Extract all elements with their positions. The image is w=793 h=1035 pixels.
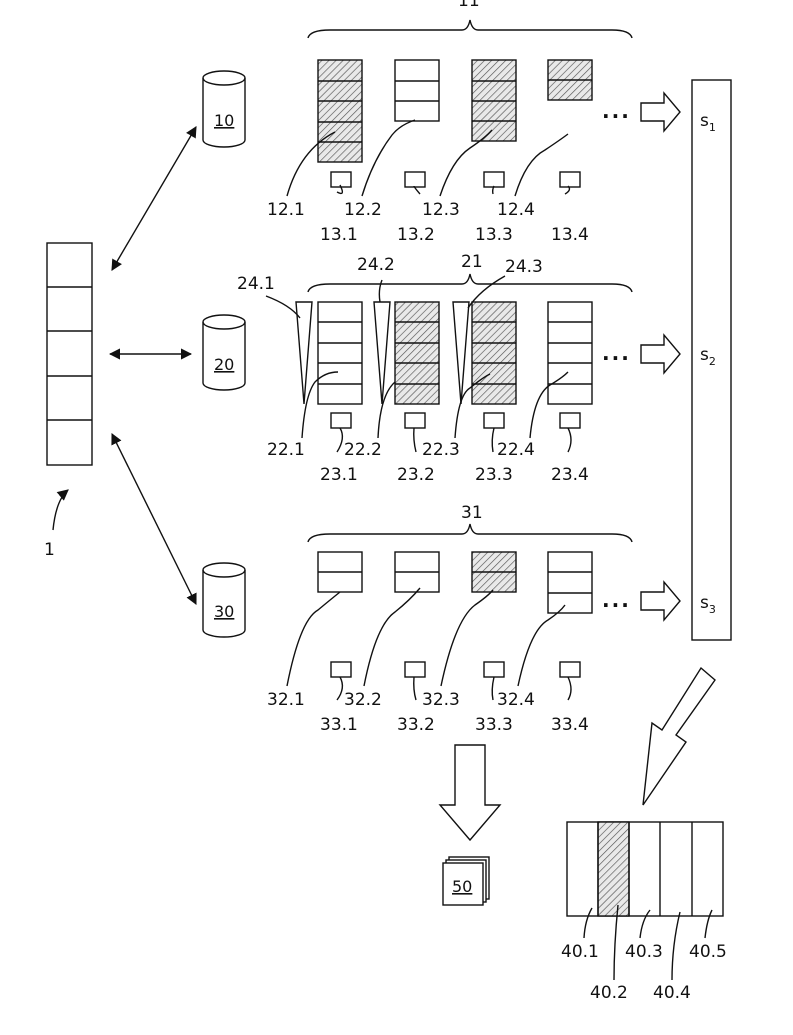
ellipsis-row1: ... <box>602 99 631 123</box>
label-33-1: 33.1 <box>320 715 358 735</box>
label-db-20: 20 <box>214 355 234 374</box>
label-12-2: 12.2 <box>344 200 382 220</box>
block-arrow-s3 <box>641 582 680 620</box>
ellipsis-row2: ... <box>602 341 631 365</box>
label-22-4: 22.4 <box>497 440 535 460</box>
wedge-24-1 <box>296 302 312 404</box>
label-40-5: 40.5 <box>689 942 727 962</box>
list-22-1 <box>318 302 362 404</box>
wedge-24-3 <box>453 302 469 404</box>
label-doc-50: 50 <box>452 877 472 896</box>
label-12-4: 12.4 <box>497 200 535 220</box>
label-s3: s3 <box>700 593 716 616</box>
label-40-1: 40.1 <box>561 942 599 962</box>
label-s2: s2 <box>700 345 716 368</box>
block-arrow-to-doc <box>440 745 500 840</box>
key-13-2 <box>405 172 425 187</box>
wedge-24-2 <box>374 302 390 404</box>
brace-21 <box>308 274 632 292</box>
label-13-1: 13.1 <box>320 225 358 245</box>
label-23-2: 23.2 <box>397 465 435 485</box>
list-32-2 <box>395 552 439 592</box>
block-arrow-to-result <box>643 668 715 805</box>
brace-11 <box>308 20 632 38</box>
database-20 <box>203 315 245 390</box>
key-33-2 <box>405 662 425 677</box>
list-12-3 <box>472 60 516 141</box>
list-12-4 <box>548 60 592 100</box>
label-24-3: 24.3 <box>505 257 543 277</box>
block-arrow-s1 <box>641 93 680 131</box>
list-12-1 <box>318 60 362 162</box>
label-group-21: 21 <box>461 252 483 272</box>
label-22-2: 22.2 <box>344 440 382 460</box>
result-row <box>567 822 723 916</box>
ellipsis-row3: ... <box>602 588 631 612</box>
key-33-4 <box>560 662 580 677</box>
label-32-4: 32.4 <box>497 690 535 710</box>
label-24-2: 24.2 <box>357 255 395 275</box>
key-13-1 <box>331 172 351 187</box>
key-23-1 <box>331 413 351 428</box>
list-22-2 <box>395 302 439 404</box>
list-22-3 <box>472 302 516 404</box>
label-12-1: 12.1 <box>267 200 305 220</box>
label-33-3: 33.3 <box>475 715 513 735</box>
client-stack <box>47 243 92 465</box>
list-12-2 <box>395 60 439 121</box>
key-23-2 <box>405 413 425 428</box>
client-leader <box>53 490 68 530</box>
arrow-client-db10 <box>112 127 196 270</box>
label-40-2: 40.2 <box>590 983 628 1003</box>
label-13-2: 13.2 <box>397 225 435 245</box>
label-40-4: 40.4 <box>653 983 691 1003</box>
label-client-1: 1 <box>44 540 55 560</box>
list-22-4 <box>548 302 592 404</box>
list-32-3 <box>472 552 516 592</box>
label-32-2: 32.2 <box>344 690 382 710</box>
key-33-3 <box>484 662 504 677</box>
label-22-1: 22.1 <box>267 440 305 460</box>
key-13-3 <box>484 172 504 187</box>
label-22-3: 22.3 <box>422 440 460 460</box>
label-group-31: 31 <box>461 503 483 523</box>
key-23-4 <box>560 413 580 428</box>
label-32-3: 32.3 <box>422 690 460 710</box>
label-group-11: 11 <box>458 0 480 11</box>
label-33-4: 33.4 <box>551 715 589 735</box>
key-13-4 <box>560 172 580 187</box>
label-s1: s1 <box>700 111 716 134</box>
label-db-10: 10 <box>214 111 234 130</box>
label-33-2: 33.2 <box>397 715 435 735</box>
label-13-3: 13.3 <box>475 225 513 245</box>
label-12-3: 12.3 <box>422 200 460 220</box>
key-33-1 <box>331 662 351 677</box>
arrow-client-db30 <box>112 434 196 604</box>
label-23-1: 23.1 <box>320 465 358 485</box>
label-23-3: 23.3 <box>475 465 513 485</box>
block-arrow-s2 <box>641 335 680 373</box>
label-40-3: 40.3 <box>625 942 663 962</box>
label-db-30: 30 <box>214 602 234 621</box>
label-32-1: 32.1 <box>267 690 305 710</box>
list-32-1 <box>318 552 362 592</box>
label-23-4: 23.4 <box>551 465 589 485</box>
database-10 <box>203 71 245 147</box>
list-32-4 <box>548 552 592 613</box>
label-13-4: 13.4 <box>551 225 589 245</box>
label-24-1: 24.1 <box>237 274 275 294</box>
brace-31 <box>308 524 632 542</box>
database-30 <box>203 563 245 637</box>
key-23-3 <box>484 413 504 428</box>
